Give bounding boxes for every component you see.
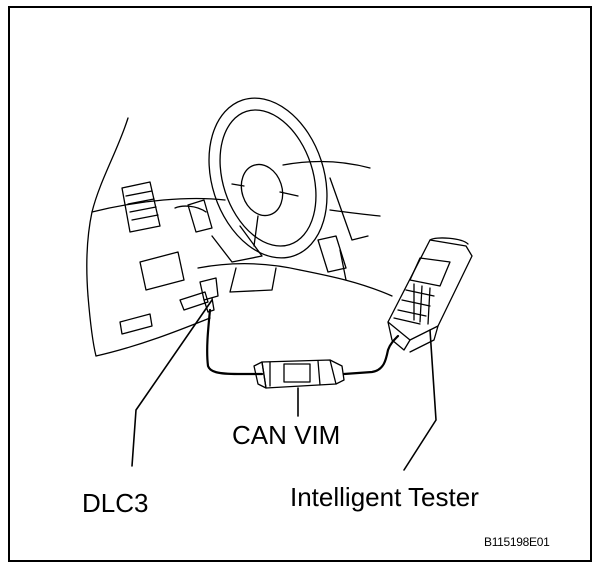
- leader-dlc3: [131, 299, 213, 467]
- dashboard: [86, 117, 393, 357]
- intelligent-tester-device: [387, 237, 473, 353]
- figure-code: B115198E01: [484, 535, 550, 549]
- can-vim-box: [253, 359, 345, 389]
- dlc3-cable: [206, 308, 264, 376]
- dlc3-connector: [199, 277, 219, 313]
- intelligent-tester-label: Intelligent Tester: [290, 482, 479, 512]
- leader-tester: [403, 329, 437, 471]
- dlc3-label: DLC3: [82, 488, 149, 518]
- figure-frame: [8, 6, 592, 562]
- tester-cable: [342, 334, 400, 376]
- can-vim-label: CAN VIM: [232, 420, 341, 450]
- steering-wheel: [208, 97, 328, 259]
